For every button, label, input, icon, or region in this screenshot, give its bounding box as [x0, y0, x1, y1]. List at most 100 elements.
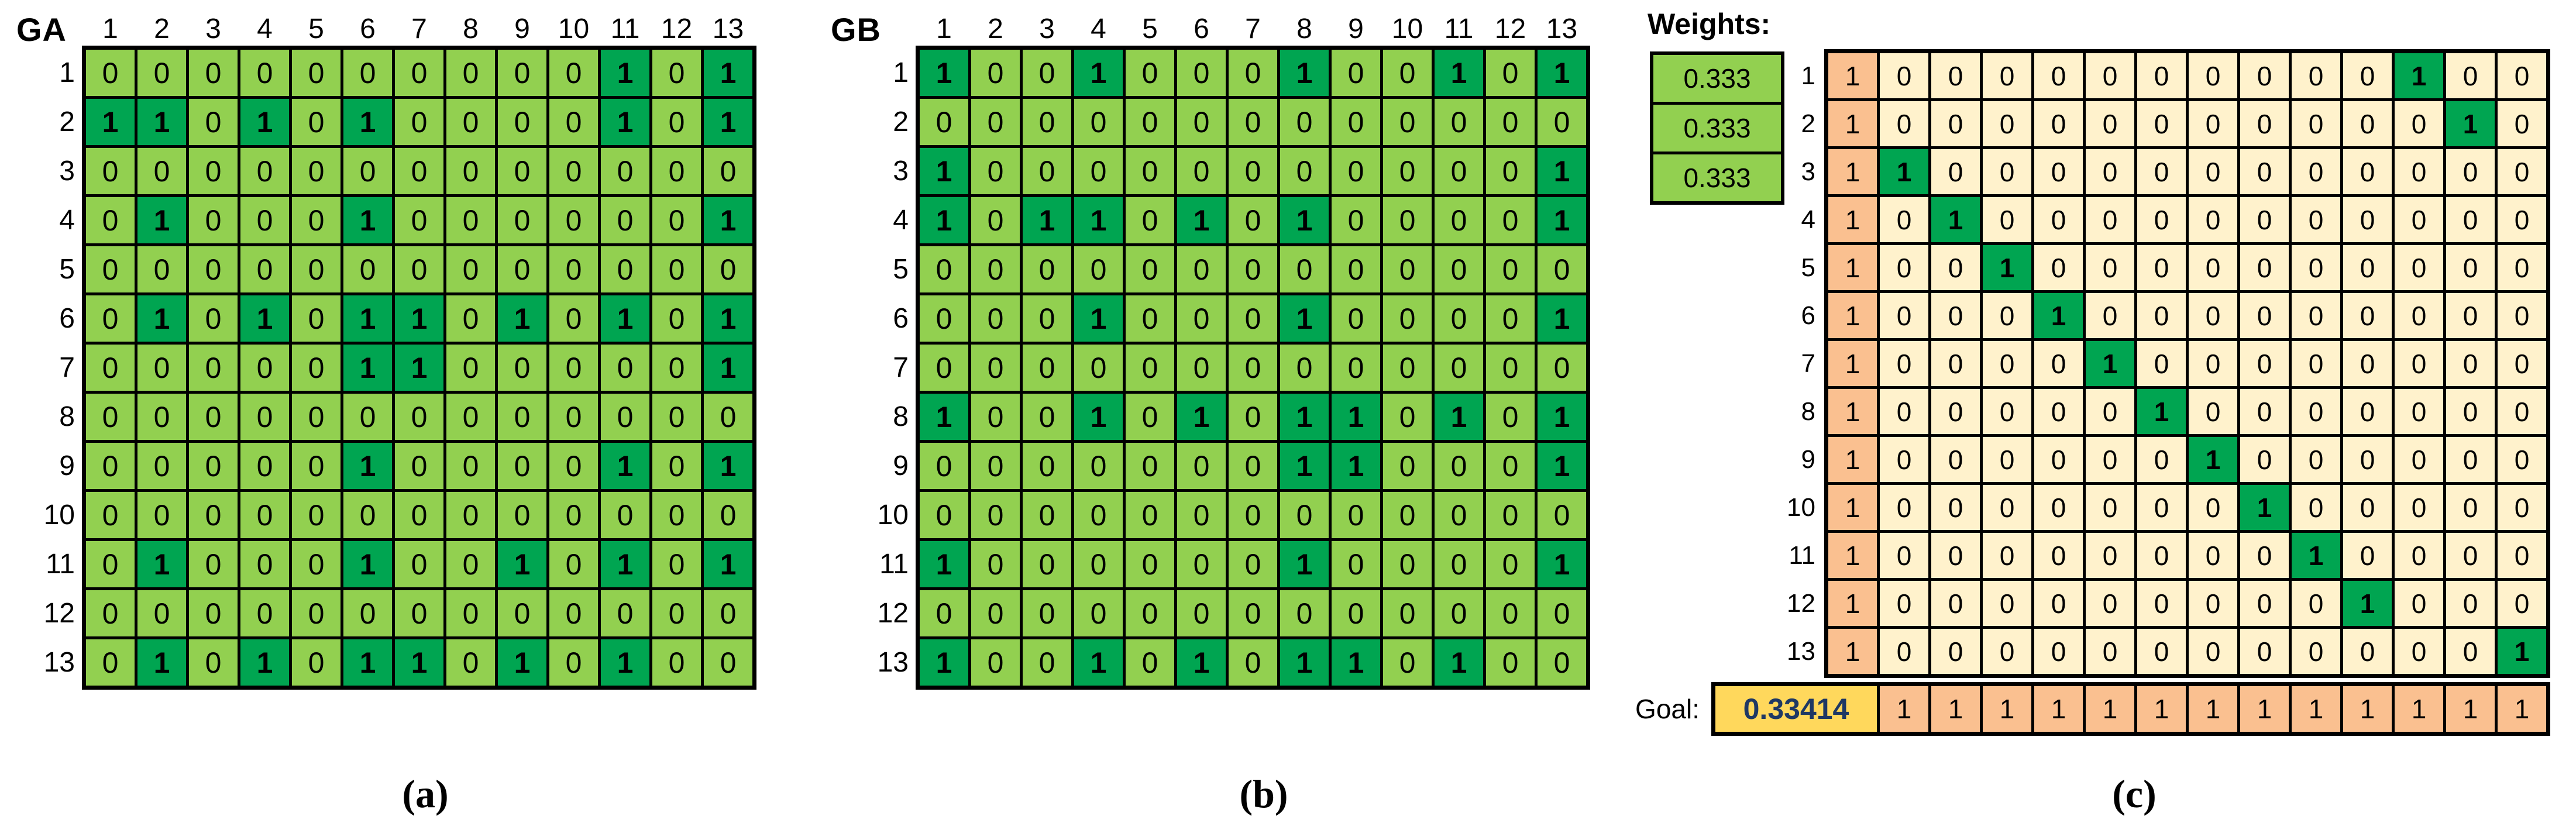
matrix-b-cell-r1-c10: 0: [1383, 50, 1432, 96]
matrix-a-cell-r3-c10: 0: [549, 148, 598, 194]
matrix-a-cell-r2-c3: 0: [189, 99, 238, 145]
matrix-a-cell-r6-c10: 0: [549, 295, 598, 342]
matrix-c-cell-r6-c4: 1: [2034, 293, 2083, 338]
matrix-c-cell-r11-c1: 0: [1880, 533, 1928, 578]
matrix-b-cell-r3-c2: 0: [971, 148, 1020, 194]
matrix-a-row-header-10: 10: [43, 500, 75, 531]
weight-cell-2: 0.333: [1653, 105, 1781, 152]
matrix-a-cell-r3-c7: 0: [395, 148, 443, 194]
matrix-c-lead-cell-r7: 1: [1828, 341, 1877, 386]
matrix-c-cell-r11-c13: 0: [2498, 533, 2546, 578]
matrix-c-cell-r6-c1: 0: [1880, 293, 1928, 338]
matrix-b-cell-r6-c10: 0: [1383, 295, 1432, 342]
matrix-c-cell-r6-c8: 0: [2240, 293, 2289, 338]
matrix-b-cell-r13-c4: 1: [1074, 639, 1123, 686]
matrix-a-cell-r6-c11: 1: [601, 295, 649, 342]
matrix-a-cell-r6-c8: 0: [446, 295, 495, 342]
weights-label: Weights:: [1648, 8, 1771, 40]
matrix-a-col-header-7: 7: [411, 13, 427, 44]
matrix-a-row-header-11: 11: [46, 549, 75, 580]
matrix-b-cell-r6-c13: 1: [1538, 295, 1586, 342]
matrix-c-cell-r1-c5: 0: [2086, 53, 2134, 98]
matrix-b-cell-r7-c2: 0: [971, 345, 1020, 391]
matrix-a-cell-r7-c13: 1: [704, 345, 752, 391]
matrix-b-cell-r10-c6: 0: [1177, 492, 1226, 538]
matrix-b-cell-r2-c6: 0: [1177, 99, 1226, 145]
matrix-a-cell-r9-c11: 1: [601, 443, 649, 489]
matrix-c-cell-r4-c6: 0: [2137, 197, 2186, 242]
matrix-c-cell-r10-c11: 0: [2395, 485, 2443, 530]
matrix-a-cell-r4-c4: 0: [240, 197, 289, 243]
matrix-c-cell-r4-c2: 1: [1931, 197, 1980, 242]
matrix-b-cell-r8-c1: 1: [920, 394, 968, 440]
matrix-b-col-header-13: 13: [1546, 13, 1578, 44]
matrix-b-col-header-8: 8: [1296, 13, 1312, 44]
matrix-a-cell-r9-c6: 1: [343, 443, 392, 489]
matrix-b-cell-r3-c5: 0: [1126, 148, 1174, 194]
matrix-b-cell-r13-c11: 1: [1435, 639, 1483, 686]
matrix-a-cell-r8-c3: 0: [189, 394, 238, 440]
matrix-a-row-header-3: 3: [59, 156, 75, 187]
matrix-b-cell-r8-c9: 1: [1332, 394, 1380, 440]
matrix-b-cell-r12-c9: 0: [1332, 590, 1380, 636]
matrix-a-cell-r11-c11: 1: [601, 541, 649, 587]
matrix-a-cell-r11-c13: 1: [704, 541, 752, 587]
matrix-c-cell-r9-c11: 0: [2395, 437, 2443, 482]
matrix-c-cell-r8-c12: 0: [2446, 389, 2495, 434]
matrix-a-cell-r8-c7: 0: [395, 394, 443, 440]
matrix-c-lead-cell-r4: 1: [1828, 197, 1877, 242]
matrix-c-cell-r13-c8: 0: [2240, 629, 2289, 674]
matrix-b-cell-r13-c12: 0: [1486, 639, 1535, 686]
matrix-a-cell-r7-c6: 1: [343, 345, 392, 391]
matrix-a-cell-r3-c8: 0: [446, 148, 495, 194]
matrix-c-cell-r13-c13: 1: [2498, 629, 2546, 674]
matrix-a-col-header-6: 6: [360, 13, 376, 44]
matrix-c-cell-r12-c2: 0: [1931, 581, 1980, 626]
matrix-b-row-header-11: 11: [879, 549, 909, 580]
matrix-b-row-header-7: 7: [893, 352, 909, 383]
matrix-b-cell-r4-c5: 0: [1126, 197, 1174, 243]
matrix-c-cell-r13-c1: 0: [1880, 629, 1928, 674]
matrix-a-cell-r5-c9: 0: [498, 246, 546, 292]
matrix-b-row-header-3: 3: [893, 156, 909, 187]
matrix-c-cell-r6-c9: 0: [2292, 293, 2340, 338]
matrix-a-cell-r10-c9: 0: [498, 492, 546, 538]
matrix-a-cell-r6-c13: 1: [704, 295, 752, 342]
matrix-c-cell-r4-c3: 0: [1983, 197, 2031, 242]
matrix-a-cell-r7-c10: 0: [549, 345, 598, 391]
matrix-b-col-header-10: 10: [1391, 13, 1423, 44]
matrix-c-cell-r10-c13: 0: [2498, 485, 2546, 530]
matrix-a-col-header-11: 11: [610, 13, 640, 44]
matrix-b-cell-r4-c12: 0: [1486, 197, 1535, 243]
matrix-b-cell-r6-c12: 0: [1486, 295, 1535, 342]
matrix-b-cell-r12-c3: 0: [1023, 590, 1071, 636]
matrix-a-cell-r12-c2: 0: [137, 590, 186, 636]
matrix-a-row-header-5: 5: [59, 254, 75, 285]
matrix-c-cell-r10-c8: 1: [2240, 485, 2289, 530]
matrix-a-cell-r12-c13: 0: [704, 590, 752, 636]
matrix-c-cell-r4-c1: 0: [1880, 197, 1928, 242]
matrix-b-cell-r2-c2: 0: [971, 99, 1020, 145]
matrix-b-cell-r4-c11: 0: [1435, 197, 1483, 243]
matrix-c-cell-r13-c9: 0: [2292, 629, 2340, 674]
matrix-b-cell-r1-c2: 0: [971, 50, 1020, 96]
matrix-a-cell-r1-c11: 1: [601, 50, 649, 96]
matrix-c-cell-r7-c4: 0: [2034, 341, 2083, 386]
matrix-a-cell-r4-c11: 0: [601, 197, 649, 243]
matrix-a-cell-r9-c4: 0: [240, 443, 289, 489]
matrix-c-cell-r5-c12: 0: [2446, 245, 2495, 290]
matrix-b-cell-r8-c13: 1: [1538, 394, 1586, 440]
matrix-c-cell-r8-c3: 0: [1983, 389, 2031, 434]
matrix-a-cell-r7-c11: 0: [601, 345, 649, 391]
matrix-b-cell-r10-c2: 0: [971, 492, 1020, 538]
matrix-a-cell-r12-c5: 0: [292, 590, 341, 636]
matrix-c-lead-cell-r10: 1: [1828, 485, 1877, 530]
matrix-c-cell-r13-c7: 0: [2189, 629, 2237, 674]
matrix-a-cell-r3-c1: 0: [86, 148, 135, 194]
matrix-a-cell-r13-c1: 0: [86, 639, 135, 686]
matrix-a-cell-r13-c13: 0: [704, 639, 752, 686]
matrix-c-row-header-7: 7: [1801, 349, 1815, 378]
matrix-a-cell-r4-c13: 1: [704, 197, 752, 243]
matrix-a-cell-r3-c11: 0: [601, 148, 649, 194]
matrix-b-cell-r7-c8: 0: [1280, 345, 1329, 391]
